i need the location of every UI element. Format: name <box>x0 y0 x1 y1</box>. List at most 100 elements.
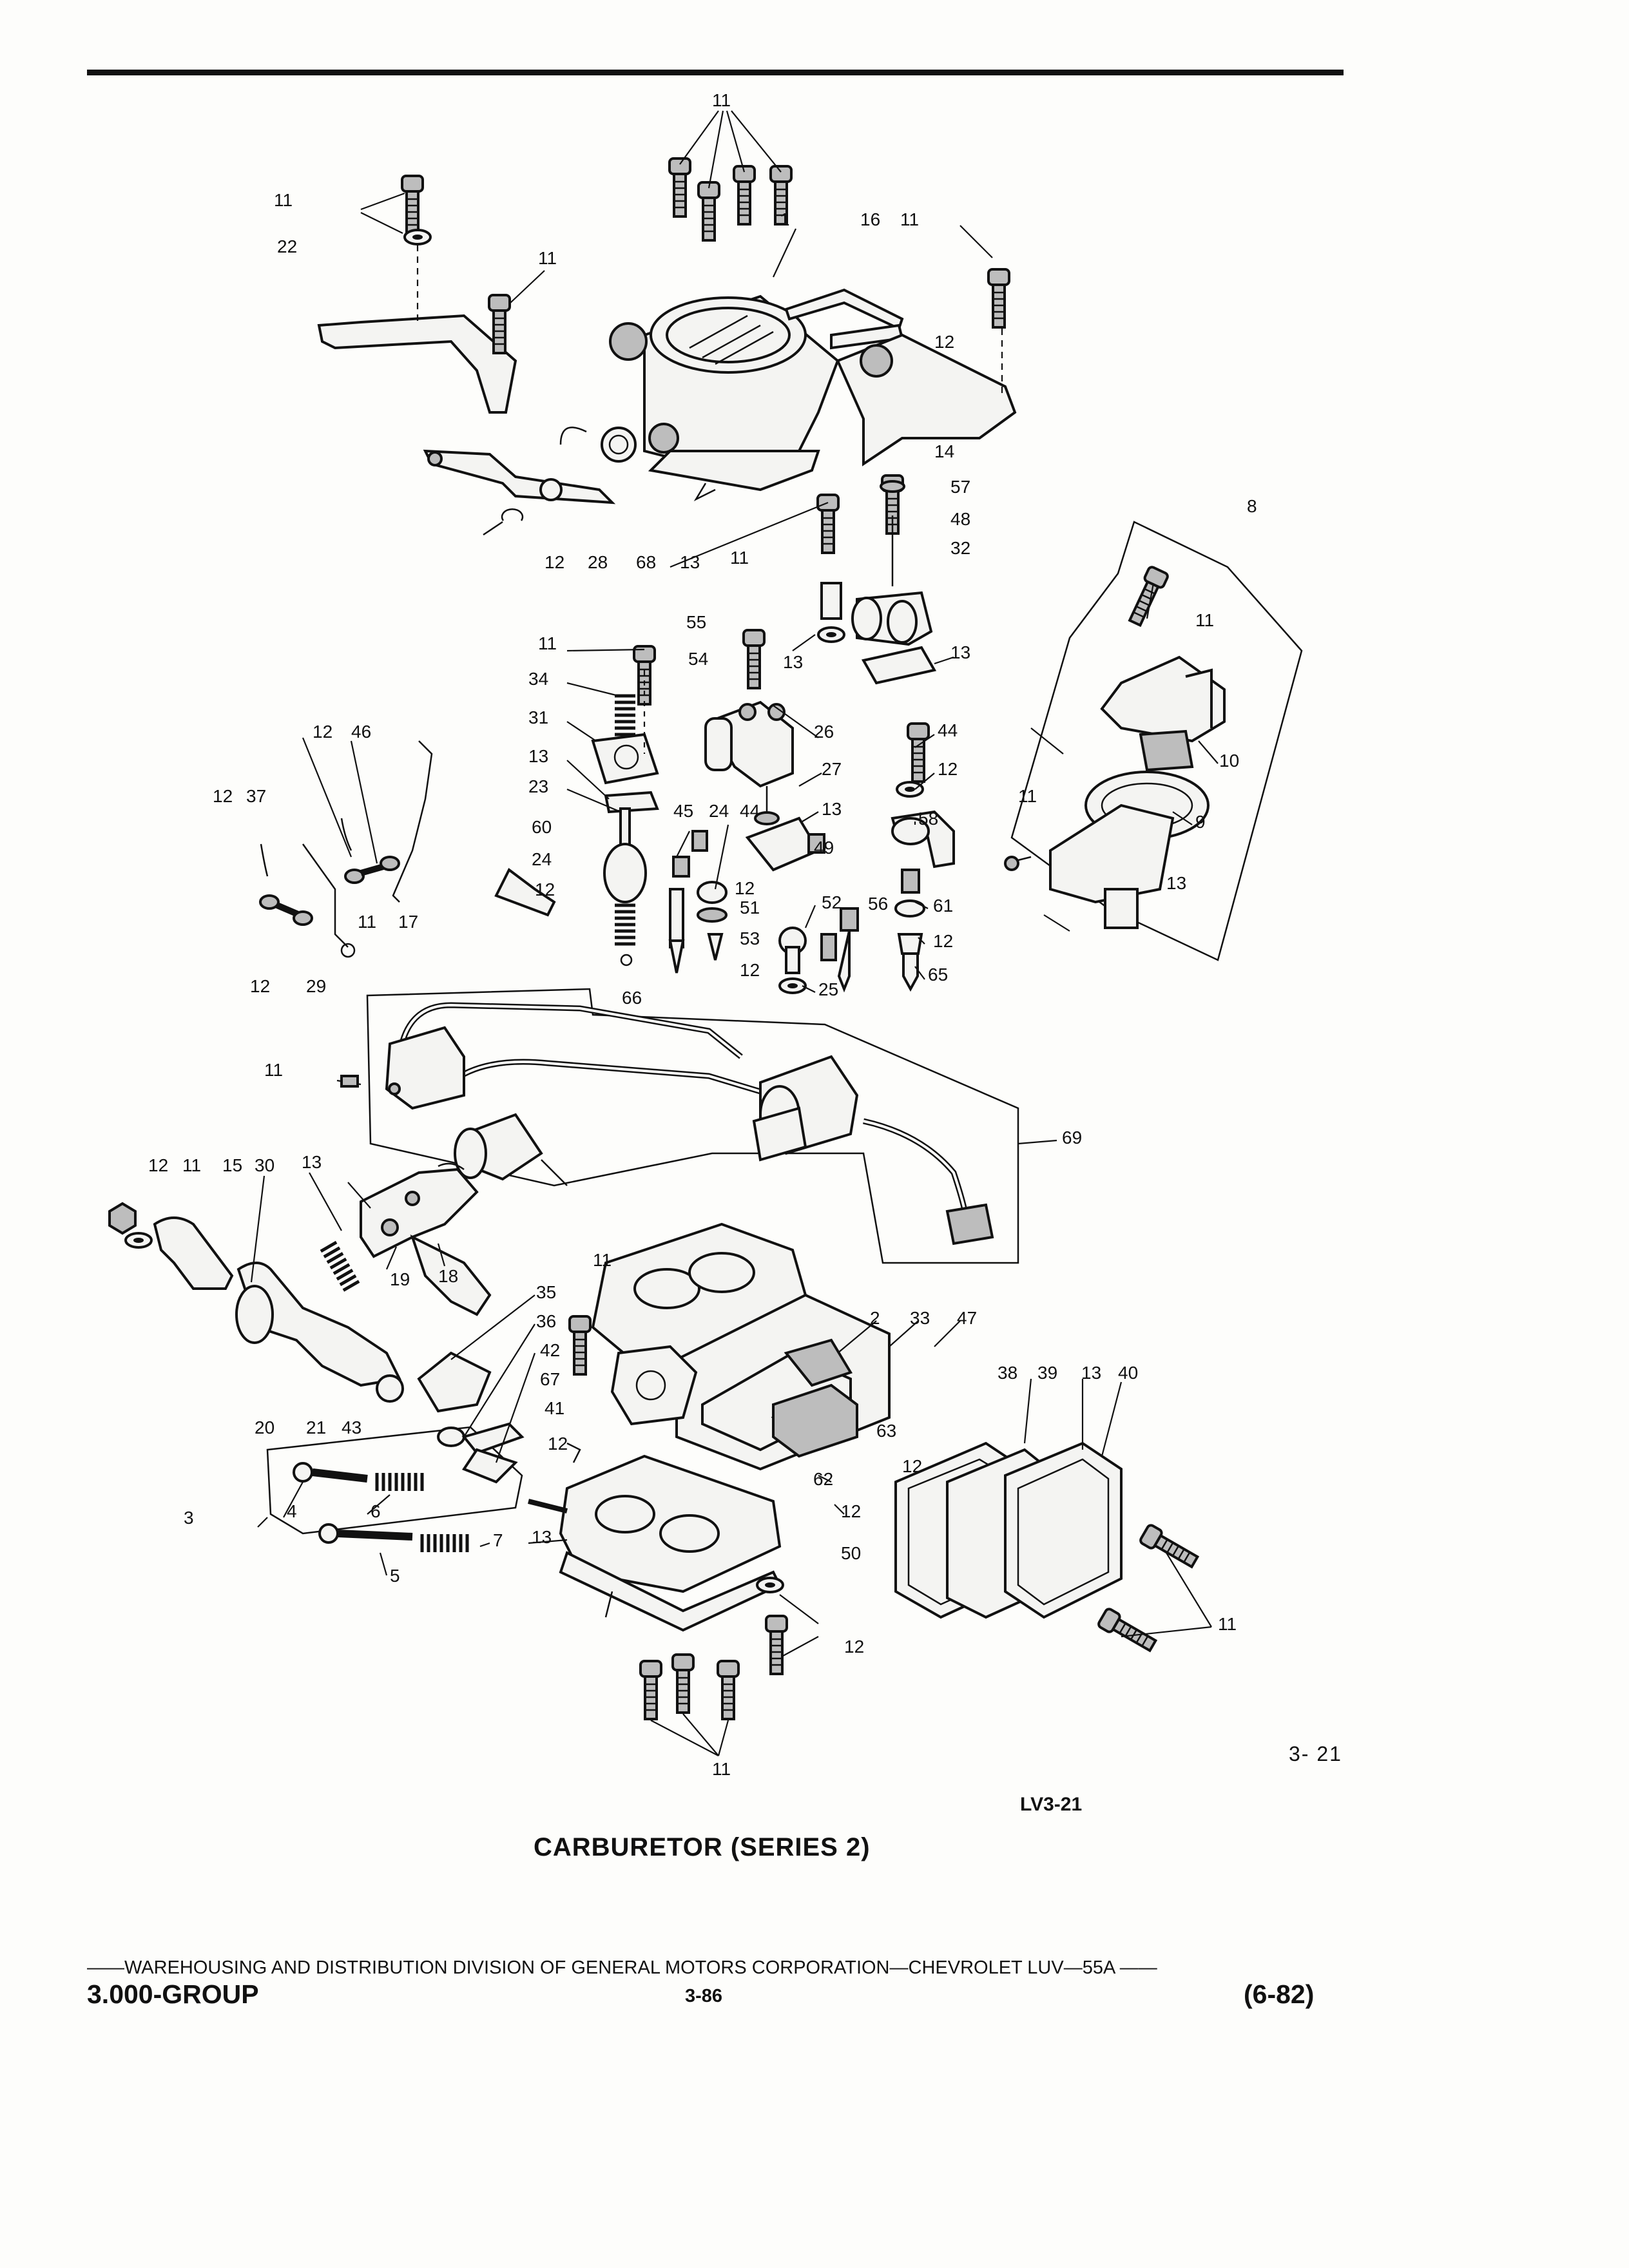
callout: 55 <box>686 612 706 632</box>
throttle-levers-left <box>108 1202 404 1403</box>
callout: 50 <box>841 1543 861 1563</box>
callout: 39 <box>1037 1363 1057 1383</box>
callout: 6 <box>371 1501 381 1521</box>
callout: 28 <box>588 552 608 572</box>
callout: 29 <box>306 976 326 996</box>
callout: 17 <box>398 912 418 932</box>
callout: 10 <box>1219 751 1239 771</box>
callout: 11 <box>538 633 557 653</box>
callout: 11 <box>900 209 919 229</box>
callout: 11 <box>358 912 376 932</box>
callout: 62 <box>813 1469 833 1489</box>
pump-parts-center <box>670 474 954 685</box>
callout: 18 <box>438 1266 458 1286</box>
callout: 21 <box>306 1418 326 1437</box>
callout: 11 <box>1018 786 1037 806</box>
callout: 49 <box>814 838 834 858</box>
callout: 47 <box>957 1308 977 1328</box>
callout: 48 <box>950 509 970 529</box>
callout: 11 <box>538 248 557 268</box>
callout: 11 <box>182 1155 201 1175</box>
footer-publisher-line: ——WAREHOUSING AND DISTRIBUTION DIVISION … <box>87 1957 1157 1978</box>
callout: 22 <box>277 236 297 256</box>
callout: 7 <box>493 1530 503 1550</box>
top-rule <box>87 70 1344 75</box>
callout: 12 <box>545 552 564 572</box>
callout: 35 <box>536 1282 556 1302</box>
callout: 12 <box>844 1637 864 1657</box>
callout: 1 <box>780 209 790 229</box>
callout-leaders <box>250 582 1219 1638</box>
callout: 12 <box>740 960 760 980</box>
bracket-13-18-19 <box>360 1162 492 1316</box>
callout: 11 <box>1218 1614 1237 1634</box>
callout: 25 <box>818 979 838 999</box>
spring-68-lever-28 <box>423 427 716 536</box>
callout: 2 <box>870 1308 880 1328</box>
callout: 51 <box>740 898 760 918</box>
callout: 8 <box>1247 496 1257 516</box>
callout: 53 <box>740 928 760 948</box>
callout: 13 <box>532 1527 552 1547</box>
callout: 20 <box>255 1418 275 1437</box>
callout: 61 <box>933 896 953 916</box>
callout: 27 <box>822 759 842 779</box>
power-piston-right <box>891 722 955 992</box>
callout: 45 <box>673 801 693 821</box>
top-screws <box>668 110 793 242</box>
callout: 54 <box>688 649 708 669</box>
callout: 13 <box>302 1152 322 1172</box>
callout: 11 <box>274 190 293 210</box>
callout: 67 <box>540 1369 560 1389</box>
callout: 65 <box>928 965 948 985</box>
callout: 24 <box>709 801 729 821</box>
callout: 13 <box>1166 873 1186 893</box>
footer-page-number: 3-86 <box>685 1986 723 2006</box>
callout: 31 <box>528 707 548 727</box>
callout: 13 <box>680 552 700 572</box>
callout: 40 <box>1118 1363 1138 1383</box>
callout: 38 <box>998 1363 1017 1383</box>
callout: 3 <box>184 1508 194 1528</box>
callout: 14 <box>934 441 954 461</box>
callout: 12 <box>535 879 555 899</box>
callout: 16 <box>860 209 880 229</box>
callout: 58 <box>918 809 938 829</box>
callout: 11 <box>712 1759 731 1779</box>
footer-group: 3.000-GROUP <box>87 1979 259 2009</box>
callout: 5 <box>390 1566 400 1586</box>
footer-revision: (6-82) <box>1244 1979 1315 2009</box>
callout: 13 <box>950 642 970 662</box>
callout: 13 <box>528 746 548 766</box>
callout: 12 <box>250 976 270 996</box>
callout: 34 <box>528 669 548 689</box>
callout: 11 <box>264 1060 283 1080</box>
callout: 9 <box>1195 812 1206 832</box>
callout: 30 <box>255 1155 275 1175</box>
callout: 42 <box>540 1340 560 1360</box>
callout: 36 <box>536 1311 556 1331</box>
callout: 26 <box>814 722 834 742</box>
fast-idle-bracket-14 <box>784 225 1017 466</box>
callout: 13 <box>1081 1363 1101 1383</box>
small-parts-center <box>494 816 859 994</box>
callout: 66 <box>622 988 642 1008</box>
callout: 12 <box>902 1456 922 1476</box>
callout: 12 <box>213 786 233 806</box>
callout: 44 <box>938 720 958 740</box>
callout: 11 <box>712 90 731 110</box>
callout: 52 <box>822 892 842 912</box>
callout: 37 <box>246 786 266 806</box>
callout: 32 <box>950 538 970 558</box>
base-13-and-gaskets <box>528 1383 1201 1656</box>
callout: 63 <box>876 1421 896 1441</box>
figure-code: LV3-21 <box>1020 1794 1083 1815</box>
figure-caption: CARBURETOR (SERIES 2) <box>534 1833 871 1861</box>
callout: 12 <box>313 722 333 742</box>
bracket-22 <box>317 175 545 414</box>
callout: 12 <box>938 759 958 779</box>
callout: 15 <box>222 1155 242 1175</box>
callout: 46 <box>351 722 371 742</box>
callout-labels: 11 11 22 11 1 16 11 12 14 8 57 48 32 11 … <box>148 90 1257 1779</box>
callout: 11 <box>730 548 749 568</box>
